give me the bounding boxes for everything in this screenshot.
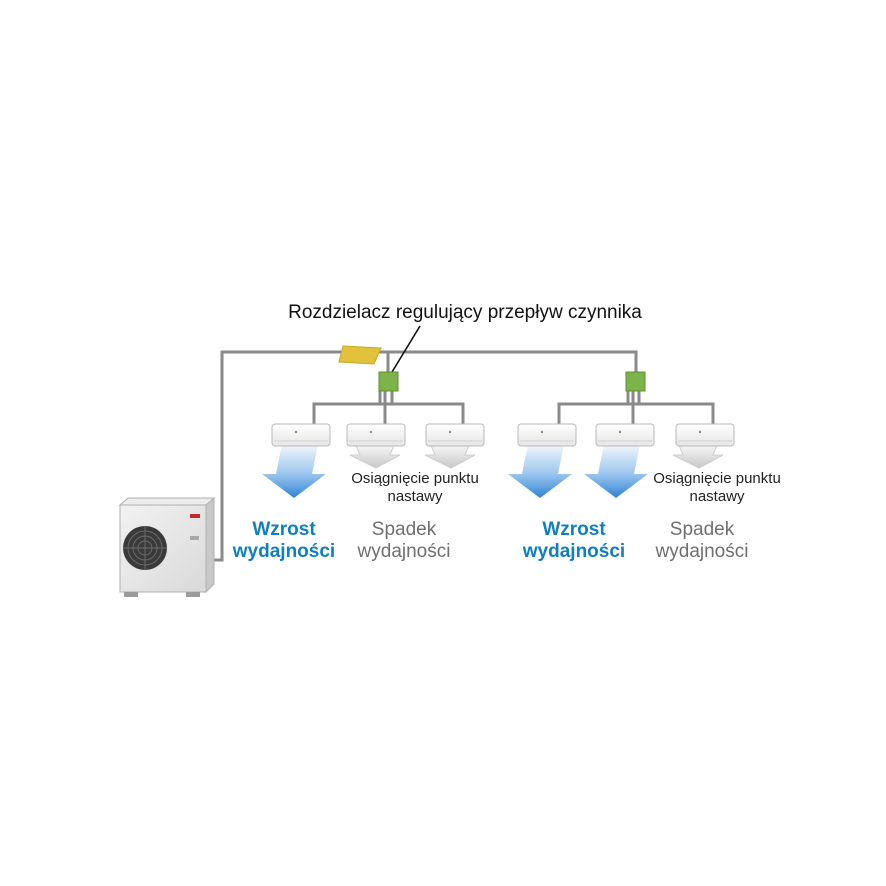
branch-pipe-2-manifold — [557, 402, 715, 424]
indoor-unit-icon — [675, 423, 735, 447]
indoor-unit-icon — [595, 423, 655, 447]
branch-pipe-1-drops — [378, 390, 394, 424]
branch-box-icon-1 — [378, 371, 399, 392]
setpoint-label-2: Osiągnięcie punktu nastawy — [632, 470, 802, 505]
branch-pipe-1-manifold — [312, 402, 465, 424]
branch-pipe-2-drops — [626, 390, 641, 424]
airflow-arrow-icon — [672, 442, 724, 469]
setpoint-label-1: Osiągnięcie punktu nastawy — [330, 470, 500, 505]
airflow-arrow-icon — [508, 444, 572, 498]
indoor-unit-icon — [517, 423, 577, 447]
increase-label-1: Wzrost wydajności — [228, 519, 340, 564]
setpoint-label-line-1: Osiągnięcie punktu — [653, 470, 781, 487]
title-leader-line — [391, 325, 421, 373]
airflow-arrows — [262, 442, 724, 498]
airflow-arrow-icon — [262, 444, 326, 498]
decrease-label-line-2: wydajności — [655, 541, 749, 563]
setpoint-label-line-2: nastawy — [387, 487, 443, 505]
indoor-unit-icon — [346, 423, 406, 447]
setpoint-label-line-1: Osiągnięcie punktu — [351, 470, 479, 487]
increase-label-2: Wzrost wydajności — [518, 519, 630, 564]
airflow-arrow-icon — [349, 442, 401, 469]
increase-label-line-2: wydajności — [232, 541, 336, 563]
airflow-arrow-icon — [584, 444, 648, 498]
diagram-title: Rozdzielacz regulujący przepływ czynnika — [288, 302, 642, 323]
decrease-label-line-1: Spadek — [371, 519, 437, 540]
airflow-arrow-icon — [424, 442, 476, 469]
decrease-label-line-1: Spadek — [669, 519, 735, 540]
increase-label-line-2: wydajności — [522, 541, 626, 563]
increase-label-line-1: Wzrost — [252, 519, 316, 540]
decrease-label-1: Spadek wydajności — [348, 519, 460, 564]
indoor-unit-icon — [271, 423, 331, 447]
setpoint-label-line-2: nastawy — [689, 487, 745, 505]
branch-box-icon-2 — [625, 371, 646, 392]
decrease-label-2: Spadek wydajności — [646, 519, 758, 564]
increase-label-line-1: Wzrost — [542, 519, 606, 540]
decrease-label-line-2: wydajności — [357, 541, 451, 563]
flow-valve-icon — [338, 345, 382, 365]
indoor-units — [271, 423, 735, 447]
outdoor-unit-icon — [118, 496, 216, 597]
indoor-unit-icon — [425, 423, 485, 447]
